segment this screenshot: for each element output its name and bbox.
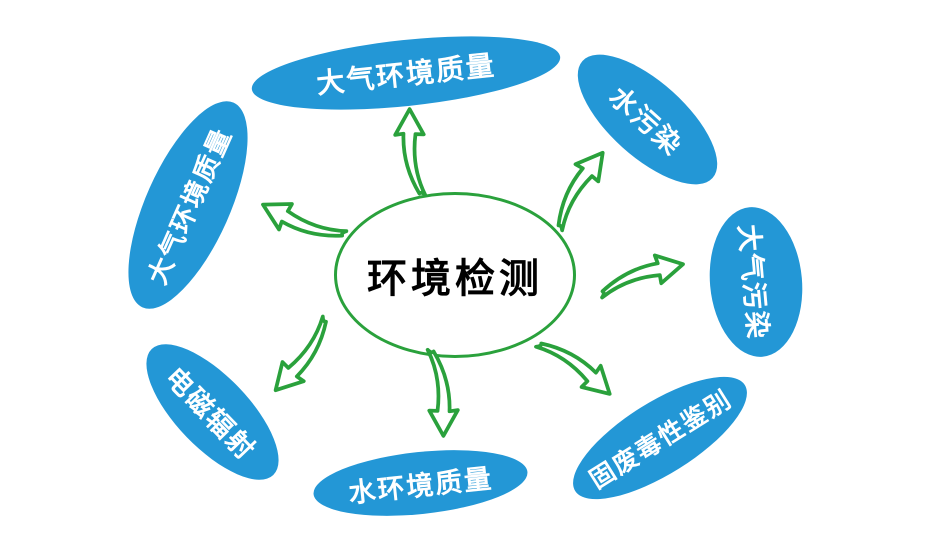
center-label: 环境检测 — [367, 256, 543, 302]
arrow-right-icon — [587, 226, 704, 323]
node-air-pollution: 大气污染 — [703, 203, 809, 361]
node-label: 水环境质量 — [347, 462, 495, 509]
arrow-bottom-icon — [399, 344, 483, 452]
node-water-environment-quality: 水环境质量 — [310, 440, 531, 526]
node-label: 大气污染 — [732, 223, 774, 342]
node-label: 大气环境质量 — [142, 123, 239, 289]
node-label: 大气环境质量 — [314, 48, 498, 101]
center-node-environment-testing: 环境检测 — [334, 192, 576, 358]
arrow-top-icon — [370, 94, 454, 202]
